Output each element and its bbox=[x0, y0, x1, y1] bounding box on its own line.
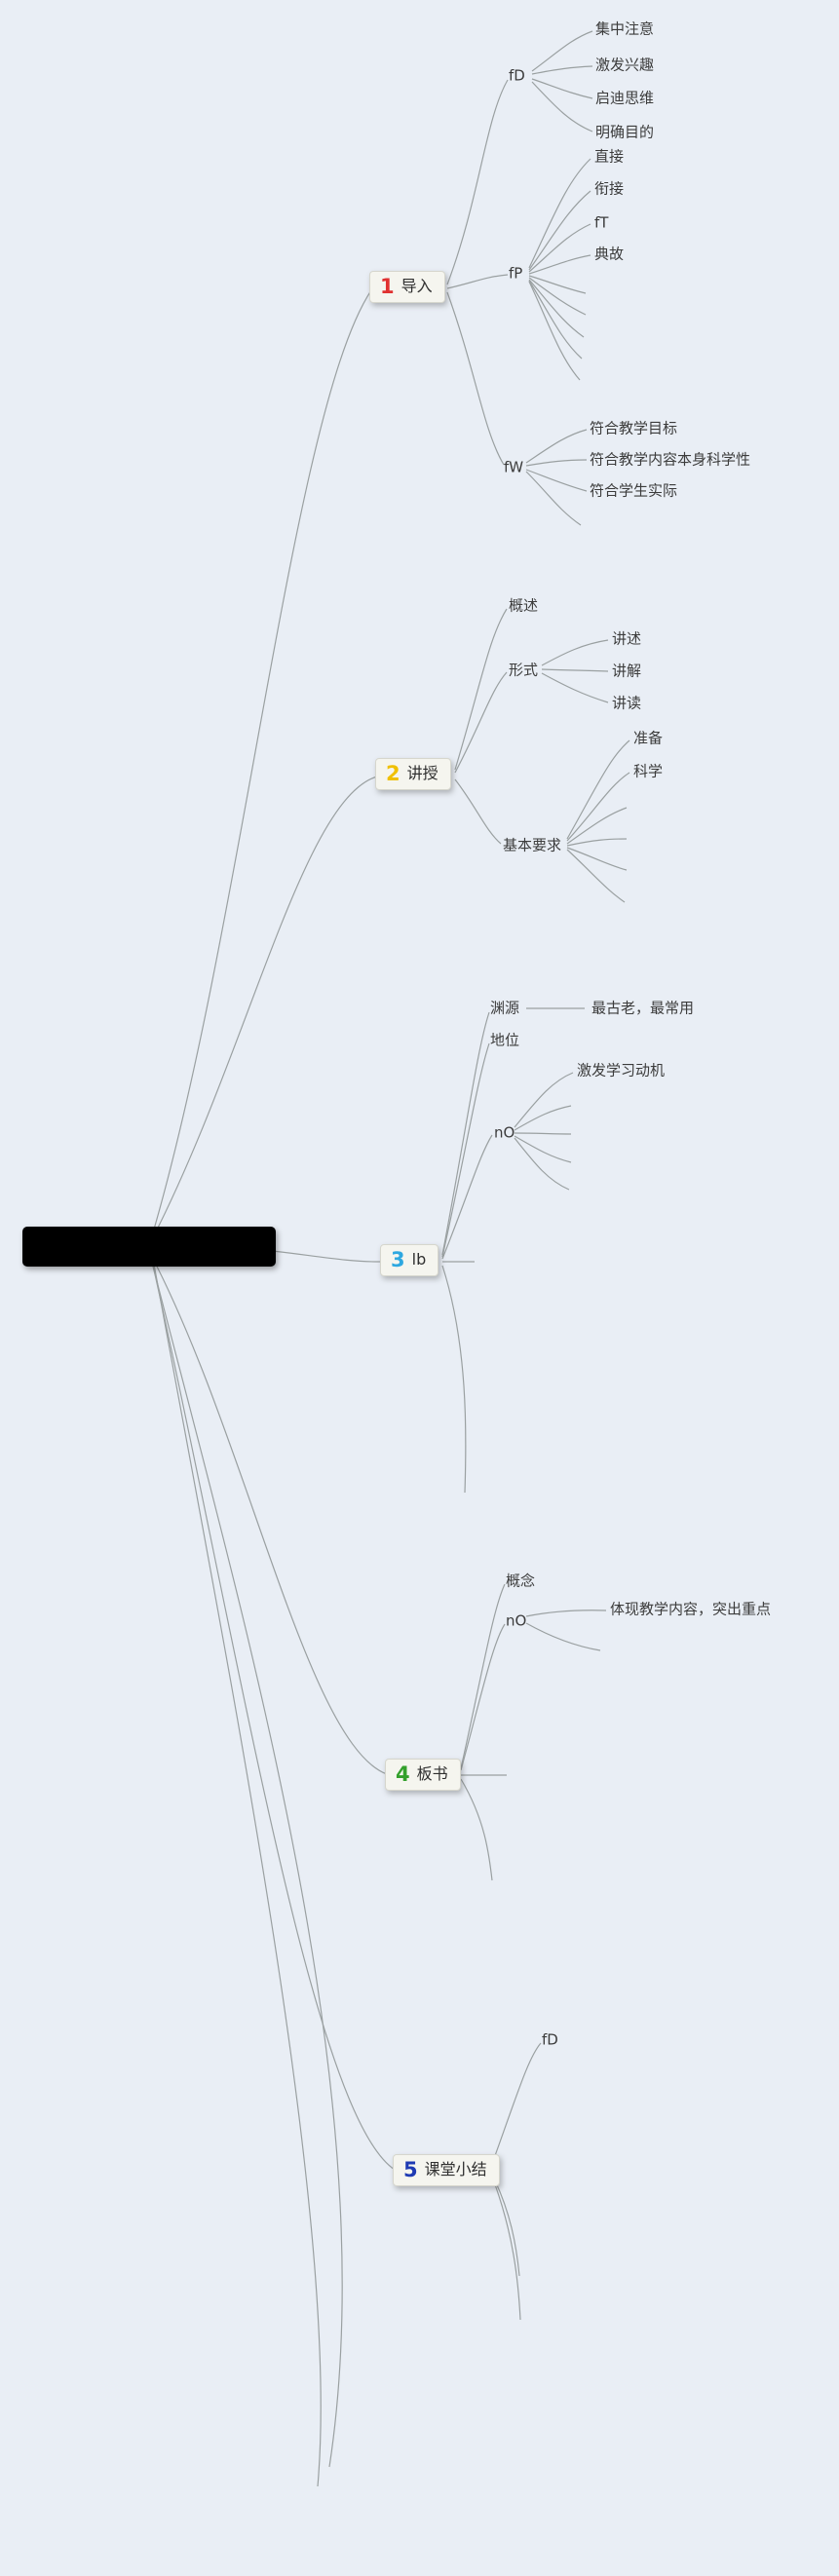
subtopic-label[interactable]: 概述 bbox=[509, 596, 539, 615]
branch-node-2[interactable]: 2 讲授 bbox=[375, 758, 451, 790]
leaf-label[interactable]: 符合学生实际 bbox=[590, 481, 678, 500]
leaf-label[interactable]: 符合教学目标 bbox=[590, 419, 678, 437]
branch-number: 5 bbox=[403, 2158, 418, 2181]
central-topic-node[interactable] bbox=[22, 1227, 276, 1267]
branch-label: 板书 bbox=[416, 1764, 448, 1783]
subtopic-label[interactable]: 渊源 bbox=[490, 999, 520, 1017]
leaf-label[interactable]: 科学 bbox=[633, 762, 664, 780]
leaf-label[interactable]: 衔接 bbox=[594, 179, 625, 198]
leaf-label[interactable]: 讲读 bbox=[612, 694, 642, 712]
branch-node-1[interactable]: 1 导入 bbox=[369, 271, 445, 303]
subtopic-label[interactable]: fD bbox=[509, 66, 525, 85]
subtopic-label[interactable]: nO bbox=[506, 1611, 527, 1630]
subtopic-label[interactable]: 概念 bbox=[506, 1572, 536, 1590]
subtopic-label[interactable]: fW bbox=[504, 458, 524, 476]
branch-number: 4 bbox=[396, 1762, 410, 1786]
leaf-label[interactable]: 集中注意 bbox=[595, 19, 655, 38]
branch-node-5[interactable]: 5 课堂小结 bbox=[393, 2154, 500, 2186]
branch-number: 3 bbox=[391, 1248, 405, 1271]
leaf-label[interactable]: 体现教学内容，突出重点 bbox=[610, 1600, 772, 1618]
leaf-label[interactable]: 明确目的 bbox=[595, 123, 655, 141]
leaf-label[interactable]: 激发学习动机 bbox=[577, 1061, 666, 1080]
branch-label: 导入 bbox=[400, 277, 433, 295]
branch-node-3[interactable]: 3 lb bbox=[380, 1244, 439, 1276]
leaf-label[interactable]: 符合教学内容本身科学性 bbox=[590, 450, 751, 469]
branch-label: 讲授 bbox=[406, 764, 439, 782]
leaf-label[interactable]: 典故 bbox=[594, 245, 625, 263]
leaf-label[interactable]: 激发兴趣 bbox=[595, 56, 655, 74]
branch-label: lb bbox=[411, 1250, 427, 1269]
subtopic-label[interactable]: fD bbox=[542, 2030, 558, 2049]
subtopic-label[interactable]: 基本要求 bbox=[503, 836, 562, 854]
leaf-label[interactable]: 启迪思维 bbox=[595, 89, 655, 107]
branch-number: 1 bbox=[380, 275, 395, 298]
leaf-label[interactable]: 讲解 bbox=[612, 662, 642, 680]
subtopic-label[interactable]: 地位 bbox=[490, 1031, 520, 1049]
branch-number: 2 bbox=[386, 762, 400, 785]
branch-node-4[interactable]: 4 板书 bbox=[385, 1759, 461, 1791]
leaf-label[interactable]: 最古老，最常用 bbox=[591, 999, 695, 1017]
leaf-label[interactable]: 直接 bbox=[594, 147, 625, 166]
subtopic-label[interactable]: nO bbox=[494, 1123, 515, 1142]
branch-label: 课堂小结 bbox=[424, 2160, 487, 2178]
leaf-label[interactable]: 准备 bbox=[633, 729, 664, 747]
subtopic-label[interactable]: 形式 bbox=[509, 661, 539, 679]
leaf-label[interactable]: 讲述 bbox=[612, 629, 642, 648]
subtopic-label[interactable]: fP bbox=[509, 264, 523, 283]
leaf-label[interactable]: fT bbox=[594, 213, 609, 232]
